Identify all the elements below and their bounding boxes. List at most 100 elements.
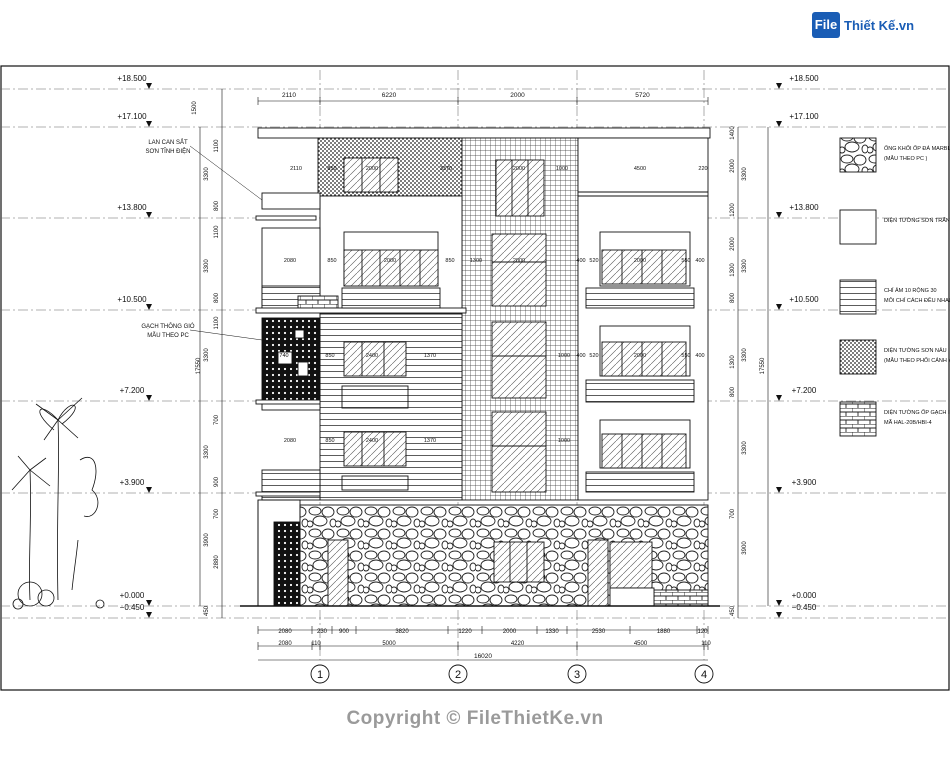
dim-text-inner: 2000 <box>384 258 396 264</box>
level-label-right: +10.500 <box>789 295 819 304</box>
dim-text-right: 2000 <box>730 237 736 251</box>
note-text: LAN CAN SẮT <box>148 138 188 146</box>
dim-text-bottom-1: 900 <box>339 629 350 635</box>
dim-text-left: 800 <box>214 292 220 303</box>
level-arrow-left <box>146 600 152 606</box>
dim-text-inner: 850 <box>325 438 334 444</box>
level-arrow-left <box>146 395 152 401</box>
dim-text-bottom-2: 110 <box>701 641 711 647</box>
level-label-right: +13.800 <box>789 203 819 212</box>
dim-text-inner: 850 <box>327 258 336 264</box>
dim-text-inner: 1370 <box>424 353 436 359</box>
window-f4-center <box>495 159 545 217</box>
dim-text-inner: 400 <box>695 258 704 264</box>
dim-text-right: 1300 <box>730 263 736 277</box>
left-balcony-4 <box>261 192 321 210</box>
dim-text-right: 450 <box>730 605 736 616</box>
dim-text-left: 800 <box>214 200 220 211</box>
dim-text-inner: 2000 <box>634 258 646 264</box>
dim-text-bottom-1: 1880 <box>657 629 671 635</box>
dim-text-total: 16020 <box>474 653 492 660</box>
level-arrow-right <box>776 600 782 606</box>
dim-text-right: 700 <box>730 508 736 519</box>
window-f3-center <box>491 233 547 307</box>
dim-text-left: 3300 <box>204 259 210 273</box>
dim-text-inner: 2000 <box>513 258 525 264</box>
dim-text-bottom-1: 1330 <box>545 629 559 635</box>
level-arrow-left <box>146 304 152 310</box>
dim-text-right: 3900 <box>742 541 748 555</box>
dim-text-bottom-1: 2080 <box>278 629 292 635</box>
dim-text-inner: 4500 <box>634 166 646 172</box>
dim-text-inner: 850 <box>327 166 336 172</box>
window-f4-left <box>343 157 399 193</box>
dim-text-top: 5720 <box>635 92 650 99</box>
level-label-left: +17.100 <box>117 112 147 121</box>
dim-text-inner: 520 <box>589 258 598 264</box>
axis-label: 4 <box>701 669 707 681</box>
material-legend: ỐNG KHỐI ỐP ĐÁ MARBLE(MẪU THEO PC )DIỆN … <box>839 137 950 437</box>
dim-text-bottom-2: 5000 <box>382 641 396 647</box>
dim-text-bottom-1: 120 <box>697 629 708 635</box>
note-text: GẠCH THÔNG GIÓ <box>141 323 195 330</box>
window-f1-center <box>491 411 547 493</box>
dim-text-inner: 2400 <box>366 438 378 444</box>
level-label-left: +3.900 <box>120 478 145 487</box>
level-label-left: +10.500 <box>117 295 147 304</box>
dim-text-bottom-1: 230 <box>317 629 328 635</box>
legend-text: DIỆN TƯỜNG ỐP GẠCH INAX <box>884 408 950 416</box>
dim-text-left: 3300 <box>204 167 210 181</box>
dim-text-left: 3300 <box>204 348 210 362</box>
dim-text-inner: 400 <box>695 353 704 359</box>
legend-text: DIỆN TƯỜNG SƠN NÂU <box>884 346 947 354</box>
axis-label: 3 <box>574 669 580 681</box>
building-elevation <box>240 127 720 607</box>
dim-text-inner: 550 <box>681 258 690 264</box>
legend-text: CHỈ ÂM 10 RỘNG 30 <box>884 287 937 294</box>
window-f1-left <box>343 431 407 467</box>
note-leader <box>189 329 263 341</box>
site-logo: File Thiết Kế.vn <box>812 8 922 44</box>
dim-text-left: 700 <box>214 508 220 519</box>
logo-badge: File <box>812 12 840 38</box>
dim-text-inner: 3370 <box>440 166 452 172</box>
note-leader <box>189 145 263 201</box>
logo-text: Thiết Kế.vn <box>844 18 915 33</box>
dim-text-left: 1500 <box>192 101 198 115</box>
legend-text: ỐNG KHỐI ỐP ĐÁ MARBLE <box>884 145 950 152</box>
dim-text-bottom-2: 4500 <box>634 641 648 647</box>
level-arrow-left <box>146 83 152 89</box>
dim-text-bottom-2: 2080 <box>278 641 292 647</box>
dim-text-left: 3300 <box>204 445 210 459</box>
dim-text-bottom-2: 4220 <box>511 641 525 647</box>
level-label-left: −0.450 <box>120 603 145 612</box>
dim-text-inner: 400 <box>576 353 585 359</box>
level-label-right: +3.900 <box>792 478 817 487</box>
dim-text-inner: 850 <box>445 258 454 264</box>
dim-text-bottom-1: 2000 <box>503 629 517 635</box>
axis-label: 2 <box>455 669 461 681</box>
copyright-watermark: Copyright © FileThietKe.vn <box>346 708 604 729</box>
dim-text-left: 1100 <box>214 139 220 153</box>
dim-text-right: 1200 <box>730 203 736 217</box>
axis-bubble <box>310 664 330 684</box>
level-label-left: +13.800 <box>117 203 147 212</box>
legend-text: MÃ HAL-20B/HBI-4 <box>884 419 932 426</box>
level-arrow-left <box>146 612 152 618</box>
dim-text-inner: 2080 <box>284 258 296 264</box>
dim-text-bottom-2: 110 <box>311 641 321 647</box>
legend-swatch <box>839 209 877 245</box>
dim-text-inner: 400 <box>576 258 585 264</box>
level-arrow-right <box>776 121 782 127</box>
level-arrow-right <box>776 304 782 310</box>
dim-text-left: 17550 <box>196 357 202 374</box>
level-arrow-left <box>146 487 152 493</box>
dim-text-left: 2880 <box>214 555 220 569</box>
dim-text-inner: 2080 <box>284 438 296 444</box>
dim-text-left: 450 <box>204 605 210 616</box>
ground-brick-panel <box>653 589 709 607</box>
level-arrow-left <box>146 121 152 127</box>
